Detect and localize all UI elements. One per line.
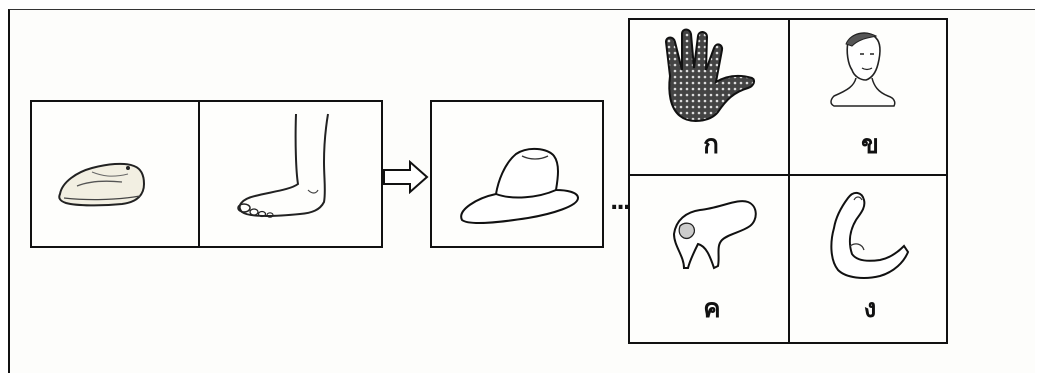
option-box-c: ค — [628, 174, 790, 344]
option-label-a: ก — [691, 130, 731, 160]
option-box-a: ก — [628, 18, 790, 176]
hat-icon — [432, 102, 606, 250]
target-box-hat — [430, 100, 604, 248]
shoe-icon — [32, 102, 202, 250]
option-label-c: ค — [692, 294, 732, 324]
option-label-b: ข — [850, 130, 890, 160]
premise-box-shoe — [30, 100, 200, 248]
option-label-d: ง — [850, 294, 890, 324]
option-box-b: ข — [788, 18, 948, 176]
ellipsis: ... — [610, 190, 629, 215]
right-arrow-icon — [382, 160, 430, 194]
option-box-d: ง — [788, 174, 948, 344]
premise-box-foot — [198, 100, 383, 248]
foot-icon — [200, 102, 385, 250]
